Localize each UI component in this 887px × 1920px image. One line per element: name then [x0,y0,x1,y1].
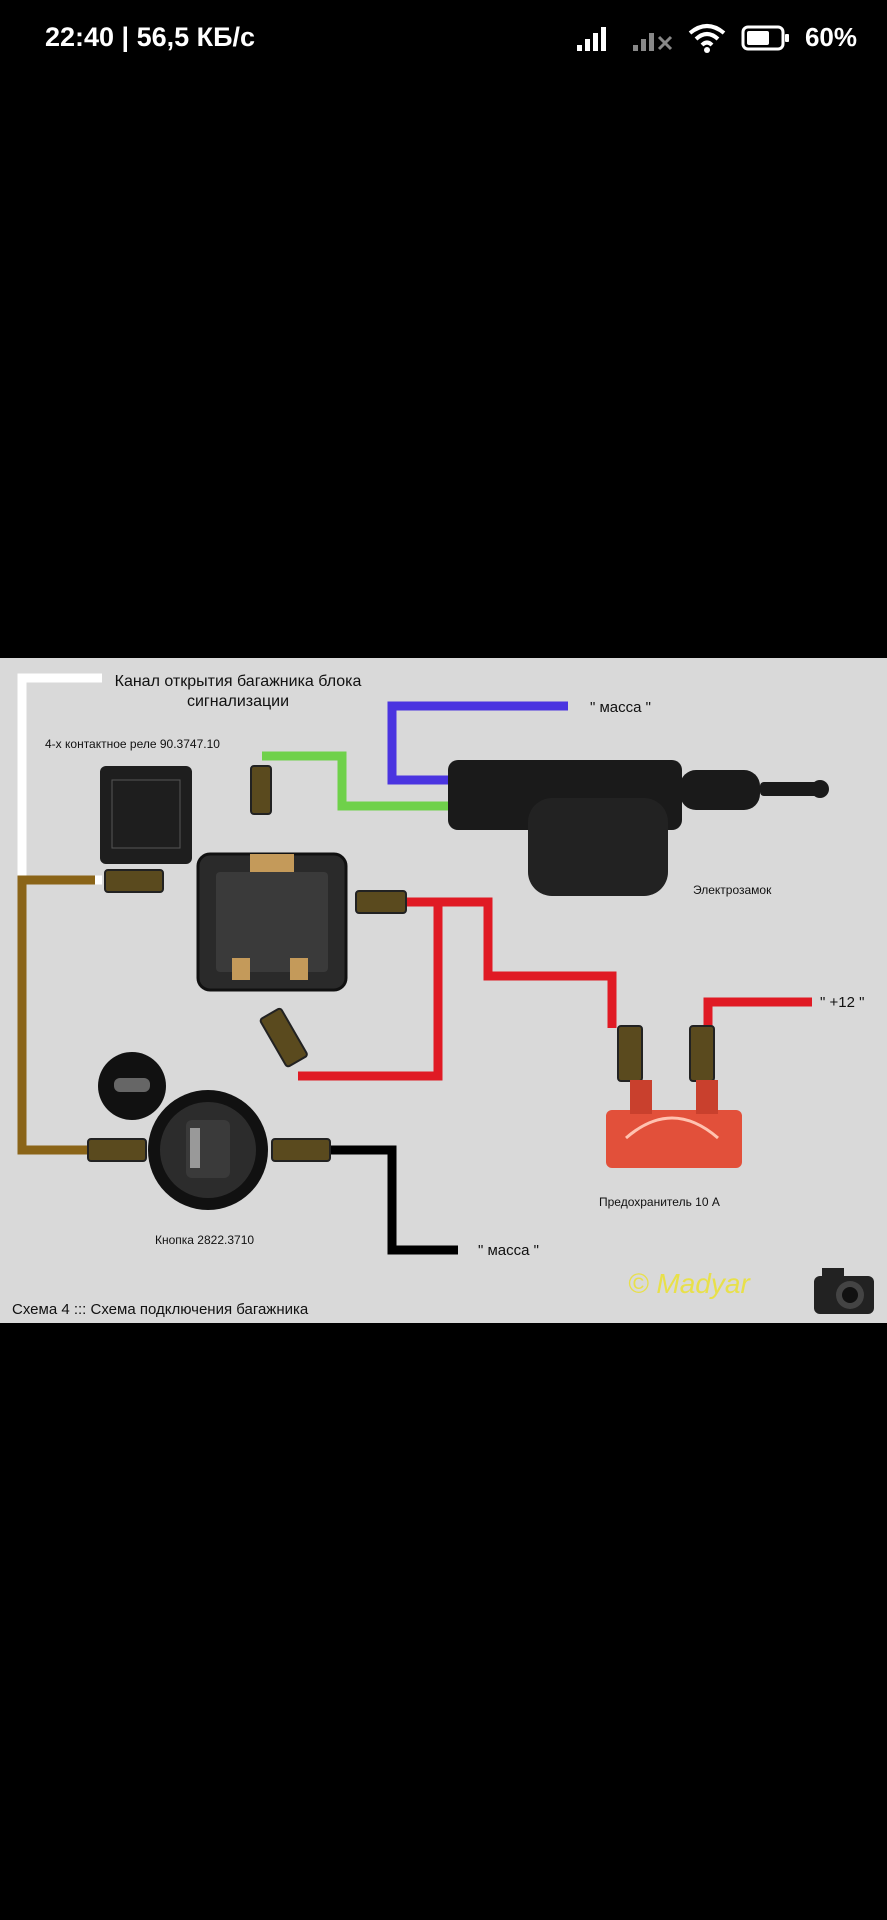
connector-relay-left [104,869,164,893]
label-button: Кнопка 2822.3710 [155,1233,254,1247]
label-lock: Электрозамок [693,883,772,897]
relay-small [100,766,192,864]
status-bar: 22:40 | 56,5 КБ/с 60% [0,0,887,80]
label-relay: 4-х контактное реле 90.3747.10 [45,737,220,751]
wire-black [322,1145,458,1255]
connector-fuse-left [617,1025,643,1082]
connector-relay-right [355,890,407,914]
wire-brown [17,875,95,1155]
connector-relay-top [250,765,272,815]
wiring-diagram: Канал открытия багажника блока сигнализа… [0,658,887,1323]
electric-lock [448,760,829,896]
label-plus12: " +12 " [820,994,864,1011]
wire-blue [387,701,568,785]
label-ground-bottom: " масса " [478,1242,539,1259]
connector-button-right [271,1138,331,1162]
battery-percent: 60% [804,22,857,52]
connector-fuse-right [689,1025,715,1082]
diagram-caption: Схема 4 ::: Схема подключения багажника [12,1301,309,1318]
label-fuse: Предохранитель 10 А [599,1195,720,1209]
wire-red-relay [298,897,443,1081]
connector-relay-bottom [259,1007,308,1068]
status-time-speed: 22:40 | 56,5 КБ/с [45,22,256,52]
battery-icon [741,25,789,50]
camera-icon [814,1268,874,1314]
wire-red-plus12 [703,997,812,1028]
trunk-button [98,1052,268,1210]
watermark: © Madyar [628,1268,751,1299]
signal-no-sim-icon [632,32,673,51]
connector-button-left [87,1138,147,1162]
wire-red-fuse [438,897,617,1028]
diagram-background [0,658,887,1323]
label-ground-top: " масса " [590,699,651,716]
signal-icon [576,26,606,51]
fuse [606,1080,742,1168]
status-icons: 60% [575,22,857,53]
wifi-icon [688,23,726,53]
wire-green [262,751,452,811]
label-alarm-channel-2: сигнализации [187,693,289,710]
label-alarm-channel-1: Канал открытия багажника блока [115,673,362,690]
image-viewer[interactable]: Канал открытия багажника блока сигнализа… [0,658,887,1323]
